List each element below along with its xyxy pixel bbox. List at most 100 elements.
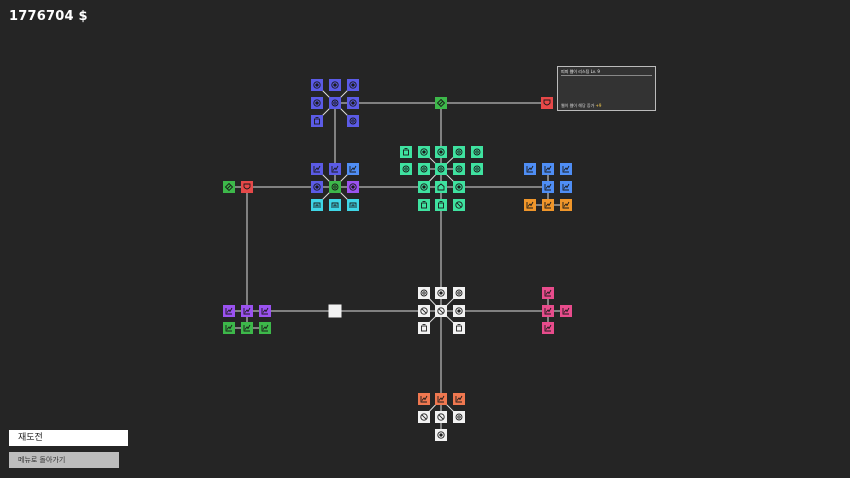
skill-node-tile[interactable] [435,181,447,193]
skill-node[interactable] [418,199,430,211]
skill-node-tile[interactable] [418,163,430,175]
skill-node[interactable] [223,181,235,193]
skill-node[interactable] [560,305,572,317]
skill-node-tile[interactable] [329,181,341,193]
skill-node-tile[interactable] [471,163,483,175]
skill-node[interactable] [418,146,430,158]
skill-node[interactable] [453,199,465,211]
skill-node[interactable] [329,97,341,109]
skill-node[interactable] [453,393,465,405]
skill-node-tile[interactable] [418,393,430,405]
skill-node[interactable] [259,322,271,334]
skill-node-tile[interactable] [347,163,359,175]
skill-node[interactable] [542,181,554,193]
skill-node-tile[interactable] [541,97,553,109]
skill-node-tile[interactable] [328,304,342,318]
skill-node[interactable] [418,287,430,299]
skill-node-tile[interactable] [542,181,554,193]
skill-node-tile[interactable] [347,115,359,127]
skill-node[interactable] [418,411,430,423]
skill-node[interactable] [435,411,447,423]
skill-node[interactable] [435,199,447,211]
skill-node-tile[interactable] [453,411,465,423]
skill-node-tile[interactable] [453,322,465,334]
skill-node-tile[interactable] [418,199,430,211]
skill-node[interactable] [311,115,323,127]
skill-node[interactable] [241,181,253,193]
skill-node-tile[interactable] [329,97,341,109]
skill-node[interactable] [435,146,447,158]
skill-node[interactable] [241,322,253,334]
skill-node[interactable] [560,199,572,211]
skill-node[interactable] [347,181,359,193]
skill-node-tile[interactable] [542,287,554,299]
skill-node[interactable] [560,181,572,193]
skill-node[interactable] [435,429,447,441]
skill-node[interactable] [435,181,447,193]
skill-node-tile[interactable] [524,163,536,175]
skill-node[interactable] [524,199,536,211]
skill-node-tile[interactable] [435,163,447,175]
skill-node[interactable] [241,305,253,317]
skill-node[interactable] [418,322,430,334]
skill-node-tile[interactable] [524,199,536,211]
skill-node[interactable] [453,322,465,334]
skill-node-tile[interactable] [453,393,465,405]
skill-node[interactable] [435,305,447,317]
skill-node-tile[interactable] [471,146,483,158]
skill-node[interactable] [311,181,323,193]
skill-node-tile[interactable] [223,305,235,317]
skill-node[interactable] [311,97,323,109]
skill-node[interactable] [453,305,465,317]
skill-node[interactable] [453,411,465,423]
skill-node[interactable] [435,163,447,175]
skill-node[interactable] [347,79,359,91]
skill-node[interactable] [329,163,341,175]
skill-node[interactable] [311,199,323,211]
skill-node-tile[interactable] [542,305,554,317]
skill-node[interactable] [453,287,465,299]
skill-node[interactable] [524,163,536,175]
skill-node[interactable] [329,199,341,211]
skill-node[interactable] [311,163,323,175]
skill-node-tile[interactable] [453,287,465,299]
skill-node-tile[interactable] [542,199,554,211]
skill-node[interactable] [435,97,447,109]
skill-node-tile[interactable] [453,146,465,158]
skill-node-tile[interactable] [435,393,447,405]
skill-node[interactable] [329,181,341,193]
skill-node[interactable] [542,199,554,211]
skill-node[interactable] [328,304,342,318]
skill-node[interactable] [418,393,430,405]
skill-node[interactable] [435,393,447,405]
skill-node[interactable] [453,163,465,175]
skill-node-tile[interactable] [241,181,253,193]
skill-node[interactable] [223,305,235,317]
skill-node-tile[interactable] [259,322,271,334]
skill-node-tile[interactable] [329,163,341,175]
skill-node-tile[interactable] [311,163,323,175]
skill-node-tile[interactable] [560,181,572,193]
skill-node-tile[interactable] [542,163,554,175]
skill-node[interactable] [347,163,359,175]
skill-node[interactable] [435,287,447,299]
skill-node[interactable] [453,146,465,158]
skill-node-tile[interactable] [560,163,572,175]
skill-node-tile[interactable] [435,199,447,211]
skill-node[interactable] [400,163,412,175]
skill-node-tile[interactable] [400,163,412,175]
skill-node[interactable] [418,163,430,175]
back-to-menu-button[interactable]: 메뉴로 돌아가기 [9,452,119,468]
skill-node[interactable] [541,97,553,109]
skill-node-tile[interactable] [311,115,323,127]
skill-node[interactable] [418,305,430,317]
skill-node-tile[interactable] [418,287,430,299]
skill-node[interactable] [542,305,554,317]
skill-node[interactable] [560,163,572,175]
retry-button[interactable]: 재도전 [9,430,128,446]
skill-node[interactable] [311,79,323,91]
skill-node-tile[interactable] [223,322,235,334]
skill-node-tile[interactable] [241,305,253,317]
skill-node[interactable] [259,305,271,317]
skill-node-tile[interactable] [400,146,412,158]
